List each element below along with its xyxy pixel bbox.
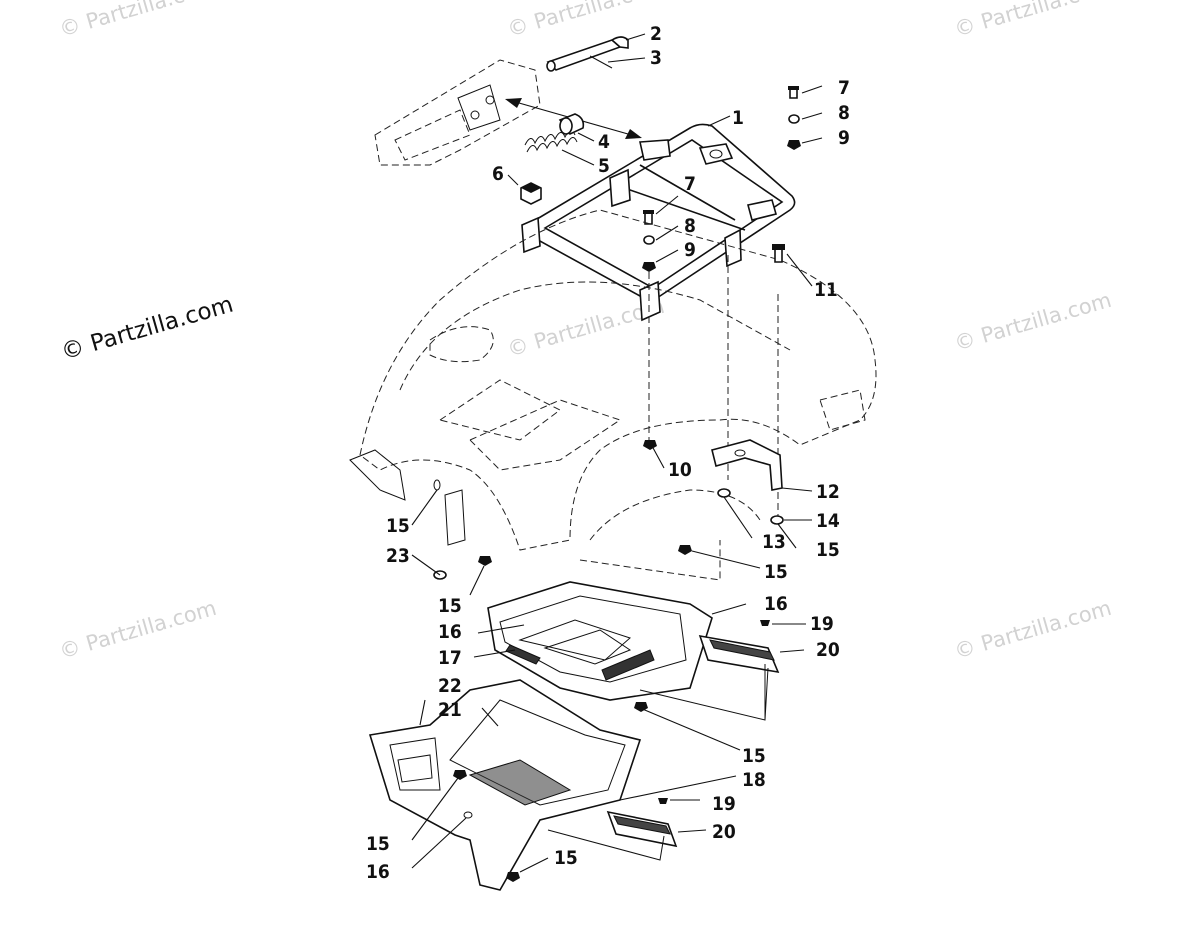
callout-9-center: 9 (684, 239, 696, 261)
lower-footwell (368, 679, 741, 891)
callout-15-left: 15 (386, 515, 410, 537)
callout-8-right: 8 (838, 102, 850, 124)
callout-22: 22 (438, 675, 462, 697)
ghost-rear-fender (349, 209, 877, 581)
callout-18: 18 (742, 769, 766, 791)
callout-16-right: 16 (764, 593, 788, 615)
callout-2: 2 (650, 23, 662, 45)
footpeg-upper (639, 620, 806, 721)
bolt-washer-nut-stack-center (642, 195, 679, 272)
callout-20-lower: 20 (712, 821, 736, 843)
callout-15-bottom: 15 (554, 847, 578, 869)
callout-15-mid: 15 (764, 561, 788, 583)
callout-19-lower: 19 (712, 793, 736, 815)
callout-7-right: 7 (838, 77, 850, 99)
hardware-group-lower (411, 770, 549, 882)
callout-4: 4 (598, 131, 610, 153)
callout-7-center: 7 (684, 173, 696, 195)
callout-19-upper: 19 (810, 613, 834, 635)
hardware-group-middle (411, 440, 813, 596)
bolt (772, 244, 813, 287)
callout-16-lower: 16 (366, 861, 390, 883)
callout-15-right: 15 (816, 539, 840, 561)
callout-23: 23 (386, 545, 410, 567)
callout-13: 13 (762, 531, 786, 553)
callout-8-center: 8 (684, 215, 696, 237)
callout-17: 17 (438, 647, 462, 669)
callout-labels: 2 3 1 4 5 6 7 8 9 7 8 9 11 10 12 14 13 1… (366, 23, 850, 883)
callout-14: 14 (816, 510, 840, 532)
callout-11: 11 (814, 279, 838, 301)
mounting-bracket (711, 439, 783, 491)
pin (546, 33, 646, 72)
callout-15-upper-left: 15 (438, 595, 462, 617)
cap (507, 174, 542, 205)
upper-footwell (473, 581, 747, 701)
callout-16-left: 16 (438, 621, 462, 643)
callout-20-upper: 20 (816, 639, 840, 661)
callout-15-lower-left: 15 (366, 833, 390, 855)
callout-12: 12 (816, 481, 840, 503)
callout-1: 1 (732, 107, 744, 129)
callout-6: 6 (492, 163, 504, 185)
callout-10: 10 (668, 459, 692, 481)
ghost-hitch-bracket (374, 59, 541, 166)
callout-21: 21 (438, 699, 462, 721)
rear-rack (521, 115, 796, 322)
spring (524, 113, 595, 166)
callout-9-right: 9 (838, 127, 850, 149)
footpeg-lower (547, 798, 707, 861)
callout-15-lower-right: 15 (742, 745, 766, 767)
callout-5: 5 (598, 155, 610, 177)
callout-3: 3 (650, 47, 662, 69)
bolt-washer-nut-stack-right (787, 85, 823, 150)
